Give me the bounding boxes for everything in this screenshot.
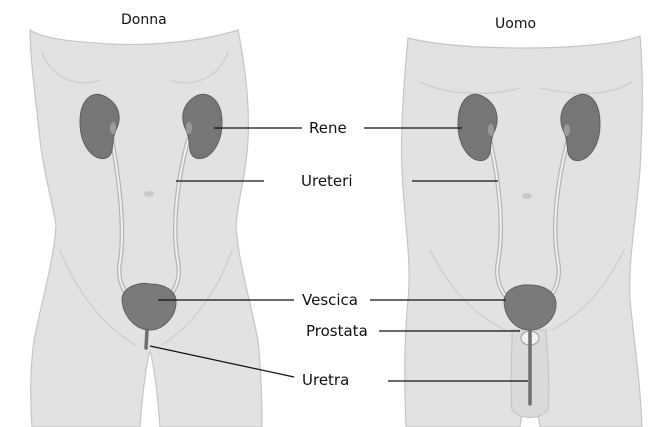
label-prostate: Prostata	[306, 322, 368, 340]
label-urethra: Uretra	[302, 371, 349, 389]
female-urethra	[146, 330, 147, 348]
female-figure	[30, 30, 262, 427]
title-male: Uomo	[495, 16, 536, 32]
label-bladder: Vescica	[302, 291, 358, 309]
label-kidney: Rene	[309, 119, 347, 137]
male-navel	[522, 193, 532, 199]
title-female: Donna	[121, 12, 167, 28]
male-figure	[401, 36, 642, 427]
female-navel	[144, 191, 154, 197]
female-torso	[30, 30, 262, 427]
label-ureters: Ureteri	[301, 172, 353, 190]
